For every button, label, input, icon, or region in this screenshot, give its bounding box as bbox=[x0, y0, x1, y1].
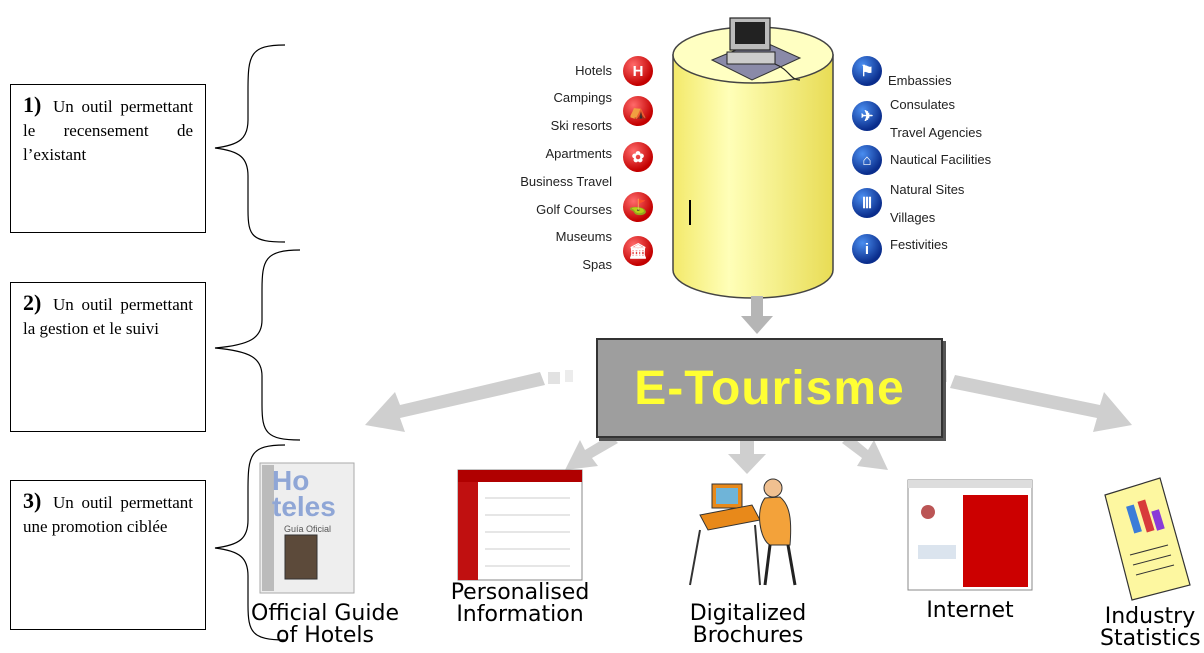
list-item: Museums bbox=[555, 229, 612, 244]
output-line2: Brochures bbox=[692, 623, 804, 648]
e-tourisme-banner: E-Tourisme bbox=[596, 338, 943, 438]
output-label-personalised: Personalised Information bbox=[440, 582, 600, 626]
output-line1: Official Guide bbox=[251, 601, 399, 626]
output-line2: of Hotels bbox=[276, 623, 374, 648]
note-3: 3) Un outil permettant une promotion cib… bbox=[10, 480, 206, 630]
cover-title: Ho teles bbox=[272, 465, 336, 522]
output-line1: Digitalized bbox=[689, 601, 807, 626]
brace-1 bbox=[214, 44, 286, 243]
output-label-guide: Official Guide of Hotels bbox=[240, 603, 410, 647]
output-line1: Internet bbox=[926, 598, 1014, 623]
internet-screen-icon bbox=[907, 479, 1033, 591]
output-arrows bbox=[365, 370, 1132, 474]
list-item: Nautical Facilities bbox=[890, 152, 992, 167]
list-item: Business Travel bbox=[520, 174, 612, 189]
statistics-document-icon bbox=[1104, 477, 1191, 601]
banner-title: E-Tourisme bbox=[634, 361, 905, 415]
output-label-statistics: Industry Statistics bbox=[1100, 604, 1201, 651]
apartment-icon: ✿ bbox=[623, 142, 653, 172]
output-label-brochures: Digitalized Brochures bbox=[673, 603, 823, 647]
list-item: Festivities bbox=[890, 237, 948, 252]
hotel-guide-cover-icon bbox=[259, 462, 355, 594]
list-item: Campings bbox=[553, 90, 612, 105]
computer-icon bbox=[710, 17, 802, 81]
list-item: Ski resorts bbox=[550, 118, 612, 133]
list-item: Apartments bbox=[545, 146, 612, 161]
hotel-icon: H bbox=[623, 56, 653, 86]
list-item: Travel Agencies bbox=[890, 125, 983, 140]
monument-icon: Ⅲ bbox=[852, 188, 882, 218]
output-line1: Industry bbox=[1104, 604, 1196, 629]
list-item: Embassies bbox=[888, 73, 952, 88]
embassy-icon: ⚑ bbox=[852, 56, 882, 86]
note-number: 3) bbox=[23, 488, 42, 513]
note-number: 2) bbox=[23, 290, 42, 315]
note-number: 1) bbox=[23, 92, 42, 117]
person-at-computer-icon bbox=[689, 478, 797, 586]
list-item: Golf Courses bbox=[536, 202, 612, 217]
house-icon: ⌂ bbox=[852, 145, 882, 175]
cover-subtitle: Guía Oficial bbox=[284, 524, 332, 534]
output-line2: Statistics bbox=[1100, 626, 1201, 651]
output-line1: Personalised bbox=[450, 580, 590, 605]
brace-3 bbox=[214, 444, 286, 641]
list-item: Natural Sites bbox=[890, 182, 965, 197]
list-item: Spas bbox=[582, 257, 612, 272]
arrow-down-main bbox=[741, 296, 773, 334]
list-item: Villages bbox=[890, 210, 936, 225]
note-text: Un outil permettant la gestion et le sui… bbox=[23, 295, 194, 338]
museum-icon: 🏛 bbox=[623, 236, 653, 266]
plane-icon: ✈ bbox=[852, 101, 882, 131]
output-line2: Information bbox=[456, 602, 584, 627]
note-1: 1) Un outil permettant le recensement de… bbox=[10, 84, 206, 233]
brace-2 bbox=[214, 249, 301, 441]
list-item: Consulates bbox=[890, 97, 956, 112]
golf-icon: ⛳ bbox=[623, 192, 653, 222]
note-text: Un outil permettant une promotion ciblée bbox=[23, 493, 194, 536]
camping-icon: ⛺ bbox=[623, 96, 653, 126]
info-icon: i bbox=[852, 234, 882, 264]
list-item: Hotels bbox=[575, 63, 612, 78]
note-2: 2) Un outil permettant la gestion et le … bbox=[10, 282, 206, 432]
personalised-screen-icon bbox=[457, 469, 583, 581]
output-label-internet: Internet bbox=[910, 600, 1030, 622]
note-text: Un outil permettant le recensement de l’… bbox=[23, 97, 194, 164]
